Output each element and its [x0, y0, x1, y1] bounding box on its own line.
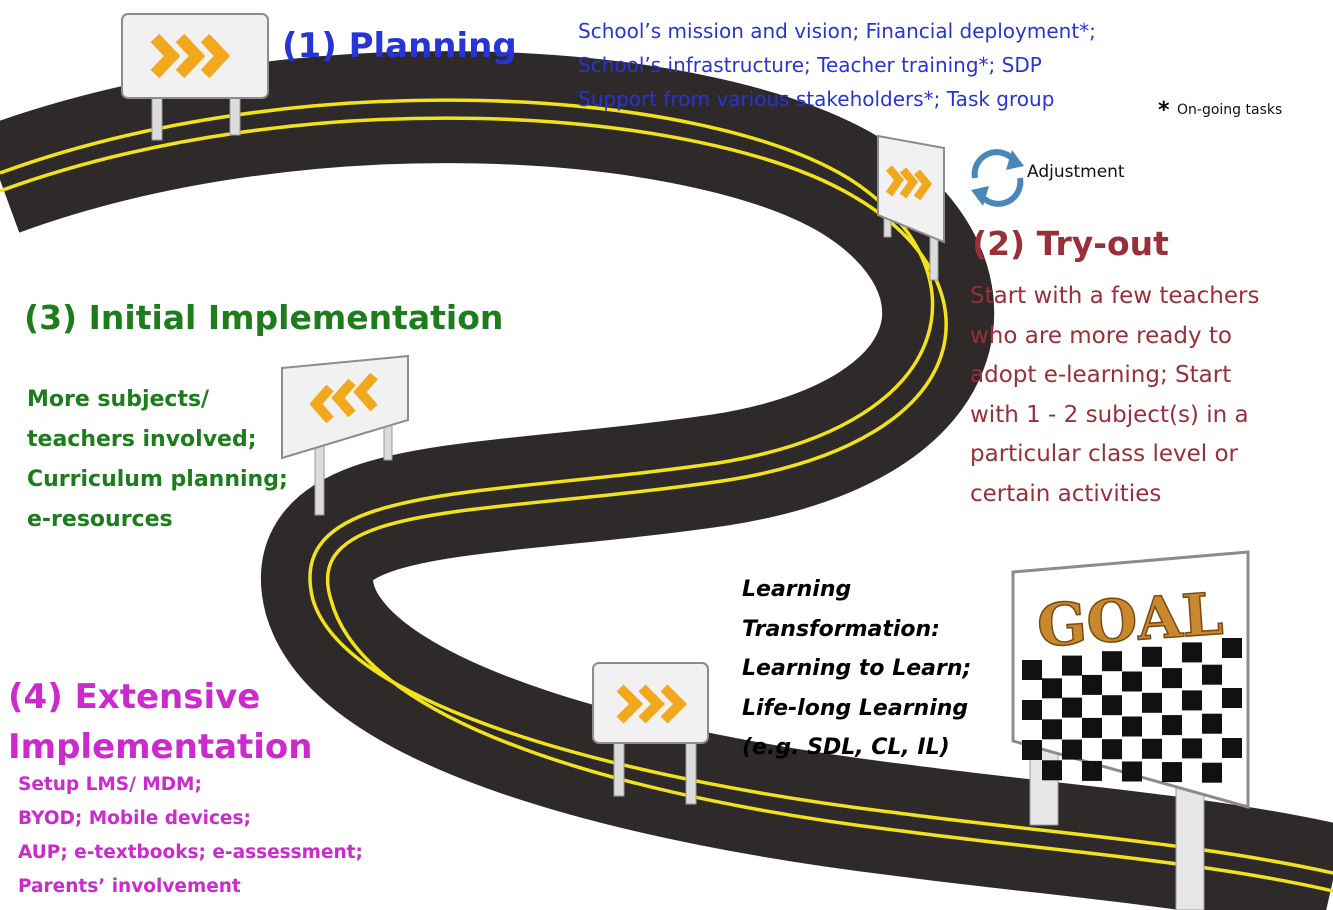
planning-task: School’s mission and vision; Financial d… — [578, 19, 1096, 43]
checker-square — [1042, 719, 1062, 740]
extensive-line: BYOD; Mobile devices; — [18, 808, 251, 829]
learning-line: Learning — [742, 577, 852, 602]
learning-line: Learning to Learn; — [742, 656, 972, 681]
checker-square — [1202, 713, 1222, 734]
planning-task: School’s infrastructure; Teacher trainin… — [578, 53, 1042, 77]
checker-square — [1102, 651, 1122, 672]
checker-square — [1162, 715, 1182, 736]
tryout-description: Start with a few teachers who are more r… — [970, 277, 1259, 514]
checker-square — [1182, 738, 1202, 759]
checker-square — [1202, 664, 1222, 685]
extensive-title-line: (4) Extensive — [8, 677, 261, 717]
ongoing-note: On-going tasks — [1177, 102, 1283, 118]
planning-sign — [121, 13, 269, 141]
checker-square — [1062, 655, 1082, 676]
checker-square — [1142, 692, 1162, 713]
checker-square — [1022, 660, 1042, 680]
chevron-left-icon — [309, 372, 378, 424]
checker-square — [1022, 700, 1042, 720]
checker-square — [1102, 695, 1122, 716]
adjustment-label: Adjustment — [1027, 162, 1125, 182]
tryout-title: (2) Try-out — [972, 224, 1169, 263]
initial-line: teachers involved; — [27, 427, 257, 452]
tryout-line: particular class level or — [970, 441, 1238, 467]
tryout-line: certain activities — [970, 480, 1162, 507]
tryout-line: Start with a few teachers — [970, 283, 1260, 309]
checker-square — [1182, 690, 1202, 711]
learning-transformation: Learning Transformation: Learning to Lea… — [742, 570, 971, 768]
chevron-right-icon — [616, 684, 688, 724]
initial-description: More subjects/ teachers involved; Curric… — [27, 380, 288, 540]
winding-road — [0, 51, 1333, 910]
checker-square — [1162, 668, 1182, 689]
checker-square — [1022, 740, 1042, 760]
checker-square — [1042, 678, 1062, 699]
extensive-title-line: Implementation — [8, 727, 313, 767]
checker-square — [1222, 688, 1242, 708]
planning-task: Support from various stakeholders*; Task… — [578, 87, 1055, 111]
extensive-line: Parents’ involvement — [18, 876, 241, 897]
checker-square — [1042, 760, 1062, 781]
checker-square — [1082, 674, 1102, 695]
chevron-right-icon — [150, 33, 231, 79]
tryout-line: adopt e-learning; Start — [970, 362, 1232, 388]
initial-line: e-resources — [27, 507, 173, 532]
checker-square — [1082, 717, 1102, 738]
extensive-description: Setup LMS/ MDM; BYOD; Mobile devices; AU… — [18, 768, 363, 904]
tryout-line: with 1 - 2 subject(s) in a — [970, 401, 1249, 428]
checker-square — [1202, 762, 1222, 783]
extensive-sign — [592, 662, 709, 805]
extensive-line: AUP; e-textbooks; e-assessment; — [18, 842, 363, 863]
checker-square — [1082, 760, 1102, 781]
checker-square — [1222, 638, 1242, 658]
checker-square — [1122, 671, 1142, 692]
checkered-flag-pattern — [1022, 638, 1242, 783]
checker-square — [1122, 716, 1142, 737]
checker-square — [1182, 642, 1202, 663]
checker-square — [1142, 646, 1162, 667]
tryout-sign — [877, 134, 945, 281]
initial-sign — [281, 354, 409, 516]
tryout-line: who are more ready to — [970, 322, 1232, 349]
learning-line: Transformation: — [742, 616, 940, 642]
initial-line: Curriculum planning; — [27, 467, 288, 492]
checker-square — [1222, 738, 1242, 758]
goal-sign: GOAL — [1011, 550, 1250, 910]
extensive-title: (4) Extensive Implementation — [8, 672, 313, 772]
checker-square — [1102, 739, 1122, 760]
learning-line: Life-long Learning — [742, 695, 969, 721]
checker-square — [1162, 762, 1182, 783]
planning-title: (1) Planning — [282, 26, 517, 66]
chevron-right-icon — [885, 165, 933, 201]
checker-square — [1062, 739, 1082, 760]
checker-square — [1122, 761, 1142, 782]
refresh-cycle-icon — [971, 149, 1024, 207]
learning-line: (e.g. SDL, CL, IL) — [742, 735, 950, 760]
ongoing-marker: * — [1158, 98, 1170, 123]
extensive-line: Setup LMS/ MDM; — [18, 774, 202, 795]
checker-square — [1062, 697, 1082, 718]
initial-title: (3) Initial Implementation — [24, 298, 504, 337]
goal-text: GOAL — [1035, 580, 1225, 661]
checker-square — [1142, 738, 1162, 759]
initial-line: More subjects/ — [27, 387, 210, 412]
planning-task-list: School’s mission and vision; Financial d… — [578, 14, 1096, 116]
